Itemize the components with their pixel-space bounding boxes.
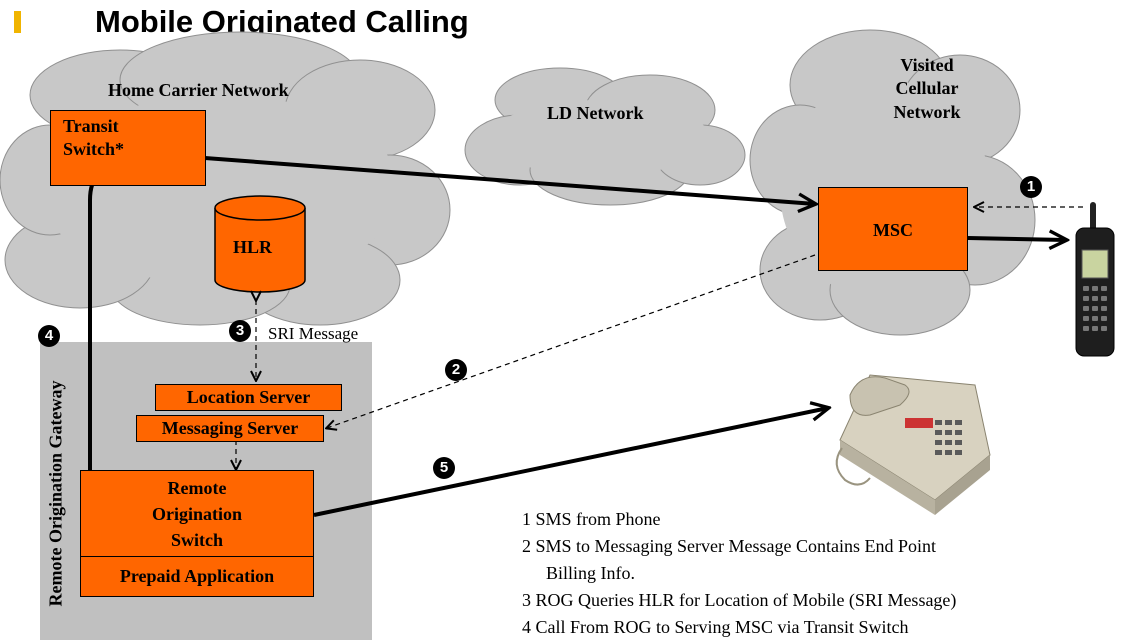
- desk-phone-icon: [835, 374, 991, 515]
- visited-network-label-line2: Cellular: [895, 78, 959, 99]
- messaging-server-node: Messaging Server: [136, 415, 324, 442]
- transit-switch-label-line1: Transit: [63, 116, 119, 136]
- gateway-label: Remote Origination Gateway: [45, 380, 66, 607]
- location-server-label: Location Server: [186, 387, 311, 407]
- location-server-node: Location Server: [155, 384, 342, 411]
- ros-label-line3: Switch: [170, 530, 223, 550]
- visited-network-label-line1: Visited: [900, 55, 954, 75]
- messaging-server-label: Messaging Server: [161, 418, 299, 438]
- msc-node: MSC: [818, 187, 968, 271]
- step-marker-4: 4: [38, 325, 60, 347]
- legend-item-1: 1 SMS from Phone: [522, 509, 661, 529]
- sri-message-label: SRI Message: [268, 324, 359, 343]
- msc-label: MSC: [873, 220, 913, 240]
- ros-label-line1: Remote: [167, 478, 227, 498]
- ros-label-line2: Origination: [151, 504, 242, 524]
- step-marker-3: 3: [229, 320, 251, 342]
- hlr-label: HLR: [233, 237, 273, 257]
- page-title: Mobile Originated Calling: [95, 4, 469, 39]
- ros-main: Remote Origination Switch: [81, 471, 313, 557]
- legend-item-4: 4 Call From ROG to Serving MSC via Trans…: [522, 617, 909, 637]
- title-bullet: [14, 11, 21, 33]
- legend-item-3: 3 ROG Queries HLR for Location of Mobile…: [522, 590, 957, 610]
- transit-switch-label-line2: Switch*: [63, 139, 125, 159]
- legend-item-2: 2 SMS to Messaging Server Message Contai…: [522, 536, 936, 556]
- msc-to-mobile-arrow: [967, 238, 1066, 240]
- home-network-label: Home Carrier Network: [108, 80, 289, 100]
- remote-origination-switch-node: Remote Origination Switch Prepaid Applic…: [80, 470, 314, 597]
- visited-network-label: Visited Cellular Network: [872, 54, 982, 124]
- prepaid-application-label: Prepaid Application: [119, 566, 275, 586]
- rog-to-deskphone-arrow: [313, 408, 828, 517]
- step-marker-2: 2: [445, 359, 467, 381]
- ld-network-label: LD Network: [547, 103, 644, 123]
- visited-network-label-line3: Network: [893, 101, 961, 122]
- legend-item-2-continued: Billing Info.: [546, 563, 635, 583]
- step-marker-1: 1: [1020, 176, 1042, 198]
- step-marker-5: 5: [433, 457, 455, 479]
- legend: 1 SMS from Phone 2 SMS to Messaging Serv…: [522, 506, 956, 641]
- mobile-phone-icon: [1075, 202, 1115, 357]
- ld-network-cloud: [464, 67, 746, 206]
- transit-switch-node: Transit Switch*: [50, 110, 206, 186]
